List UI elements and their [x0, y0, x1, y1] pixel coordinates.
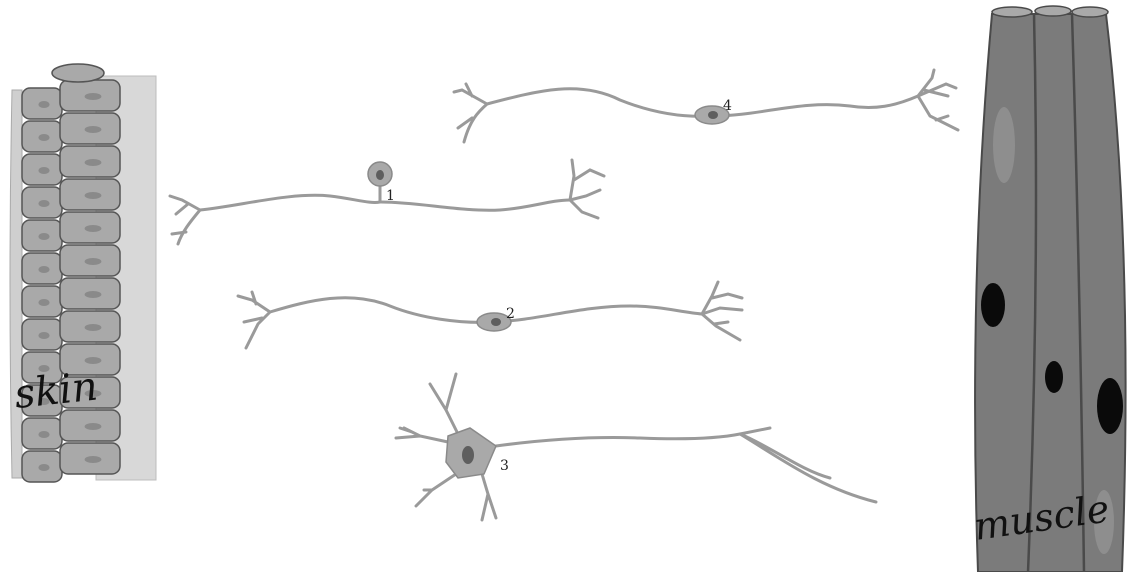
muscle-nucleus — [1097, 378, 1123, 434]
skin-cell-nucleus — [85, 258, 102, 265]
neuron-4-label: 4 — [723, 98, 732, 114]
skin-cell-nucleus — [85, 159, 102, 166]
skin-cell-nucleus — [38, 431, 49, 438]
neuron-2-label: 2 — [506, 306, 515, 322]
neuron-1-axon — [200, 195, 570, 210]
neuron-2-right-dendrites — [702, 282, 742, 340]
neuron-4-right-dendrites — [918, 70, 958, 130]
skin-cell-nucleus — [38, 167, 49, 174]
neuron-3-axon — [496, 428, 876, 502]
skin-cell-nucleus — [85, 126, 102, 133]
skin-cell-nucleus — [38, 200, 49, 207]
skin-cell-nucleus — [85, 456, 102, 463]
skin-cell-columns — [22, 80, 120, 482]
neuron-3-nucleus — [462, 446, 474, 464]
skin-cell-nucleus — [38, 266, 49, 273]
skin-tissue: skin — [10, 64, 156, 482]
skin-cell-nucleus — [85, 324, 102, 331]
skin-cell-nucleus — [85, 291, 102, 298]
neuron-2-nucleus — [491, 318, 501, 326]
muscle-nucleus — [981, 283, 1005, 327]
neuron-3-label: 3 — [500, 458, 509, 474]
skin-cell-nucleus — [85, 423, 102, 430]
skin-cell-nucleus — [38, 233, 49, 240]
skin-label: skin — [12, 363, 100, 417]
neuron-3: 3 — [396, 374, 876, 520]
skin-cell-nucleus — [85, 225, 102, 232]
neuron-2: 2 — [238, 282, 742, 348]
skin-cell-nucleus — [85, 93, 102, 100]
muscle-tissue: muscle — [971, 6, 1125, 572]
muscle-pale-nucleus — [993, 107, 1015, 183]
neuron-1: 1 — [170, 160, 604, 244]
skin-cell-nucleus — [38, 134, 49, 141]
neuron-1-left-dendrites — [170, 196, 200, 244]
skin-cell-nucleus — [85, 192, 102, 199]
neuron-4: 4 — [454, 70, 958, 142]
skin-cell-nucleus — [38, 299, 49, 306]
neuron-1-right-dendrites — [570, 160, 604, 218]
neuron-1-nucleus — [376, 170, 384, 180]
skin-cell-nucleus — [38, 464, 49, 471]
neuron-2-left-dendrites — [238, 292, 270, 348]
muscle-nucleus — [1045, 361, 1063, 393]
skin-cell-nucleus — [38, 332, 49, 339]
neuron-1-label: 1 — [386, 188, 395, 204]
neuron-4-nucleus — [708, 111, 718, 119]
neuron-4-left-dendrites — [454, 84, 487, 142]
skin-cell-nucleus — [38, 101, 49, 108]
